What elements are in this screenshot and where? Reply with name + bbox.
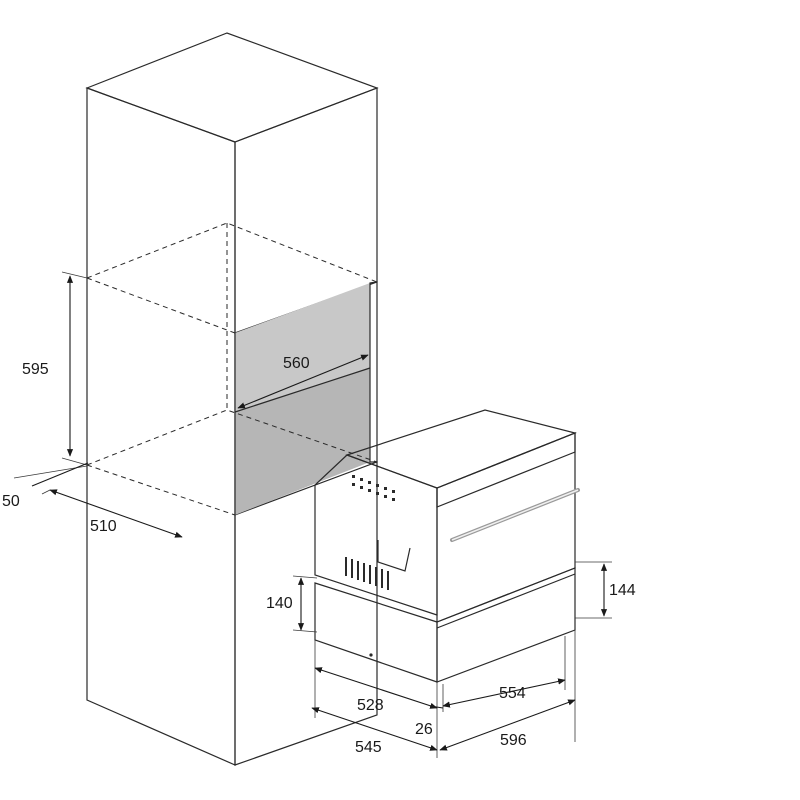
vent-slots-lower bbox=[345, 557, 389, 590]
side-bracket bbox=[377, 540, 411, 572]
control-strip bbox=[436, 432, 576, 508]
dim-26: 26 bbox=[415, 721, 433, 738]
dim-140: 140 bbox=[266, 595, 293, 612]
vent-holes-upper bbox=[352, 475, 395, 501]
dim-560: 560 bbox=[283, 355, 310, 372]
oven-front-glass bbox=[436, 432, 576, 623]
appliance-top bbox=[345, 409, 577, 489]
niche-side-strip bbox=[369, 281, 378, 463]
dim-144: 144 bbox=[609, 582, 636, 599]
dimension-lines bbox=[13, 271, 612, 758]
niche-hidden-top bbox=[86, 222, 378, 283]
dim-595: 595 bbox=[22, 361, 49, 378]
drawer-side bbox=[314, 582, 438, 683]
tall-cabinet bbox=[85, 32, 379, 766]
dim-596: 596 bbox=[500, 732, 527, 749]
cabinet-left-face bbox=[86, 87, 236, 766]
niche-hidden-bottom bbox=[86, 409, 378, 466]
dim-545: 545 bbox=[355, 739, 382, 756]
dim-50: 50 bbox=[2, 493, 20, 510]
cabinet-top bbox=[85, 32, 379, 143]
cabinet-front-lower bbox=[234, 461, 378, 766]
appliance-side bbox=[314, 454, 438, 616]
dim-528: 528 bbox=[357, 697, 384, 714]
dim-510: 510 bbox=[90, 518, 117, 535]
dim-554: 554 bbox=[499, 685, 526, 702]
dimension-labels: 595 560 50 510 140 144 528 26 554 545 59… bbox=[2, 355, 636, 756]
drawer-front-glass bbox=[436, 567, 576, 683]
